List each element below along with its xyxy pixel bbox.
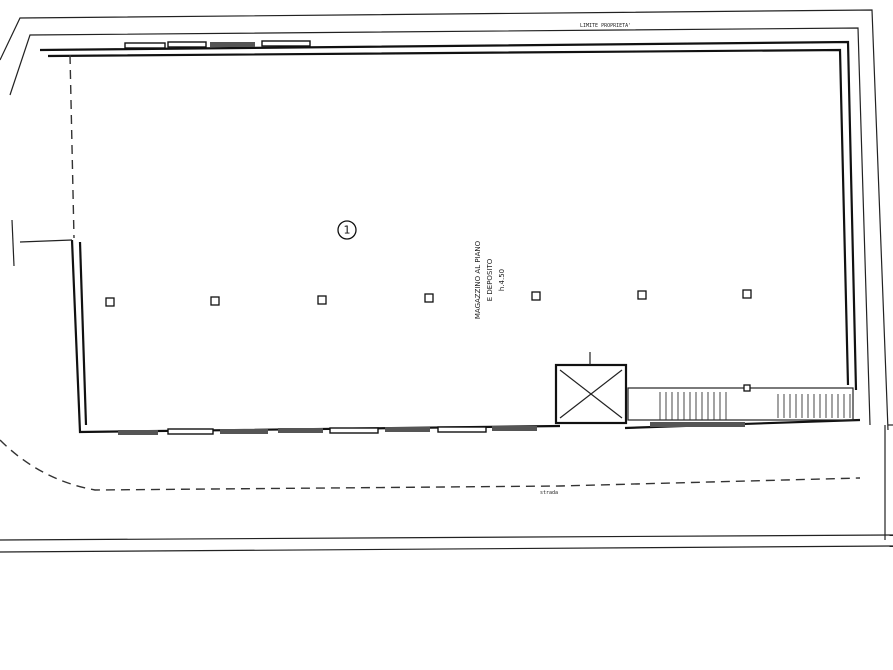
window (385, 427, 430, 432)
room-marker: 1 (337, 220, 357, 240)
room-description-line-2: E DEPOSITO (486, 258, 494, 301)
pillar (210, 296, 220, 306)
room-description-line-3: h.4.50 (498, 269, 506, 291)
pillar (317, 295, 327, 305)
top-windows (124, 40, 311, 49)
window (124, 42, 166, 49)
window (167, 428, 214, 435)
pillar (637, 290, 647, 300)
pillar (424, 293, 434, 303)
window (278, 428, 323, 433)
window (210, 42, 255, 47)
window (437, 426, 487, 433)
window (261, 40, 311, 47)
room-number: 1 (344, 224, 351, 237)
bottom-windows (118, 422, 745, 435)
property-boundary (0, 9, 893, 553)
room-description: MAGAZZINO AL PIANO E DEPOSITO h.4.50 (474, 240, 506, 319)
pillar (531, 291, 541, 301)
lift-shaft (554, 352, 628, 425)
window (492, 426, 537, 431)
pillars (105, 289, 752, 307)
window (118, 430, 158, 435)
top-street-label: LIMITE PROPRIETA' (580, 23, 631, 29)
stairs (627, 384, 854, 421)
pillar (742, 289, 752, 299)
window (650, 422, 745, 427)
dashed-lines (0, 54, 861, 491)
window (220, 429, 268, 434)
window (329, 427, 379, 434)
bottom-street-label: strada (540, 490, 558, 496)
room-description-line-1: MAGAZZINO AL PIANO (474, 240, 482, 319)
pillar (105, 297, 115, 307)
window (167, 41, 207, 48)
room-number-circle (337, 220, 357, 240)
building-walls (11, 40, 861, 434)
